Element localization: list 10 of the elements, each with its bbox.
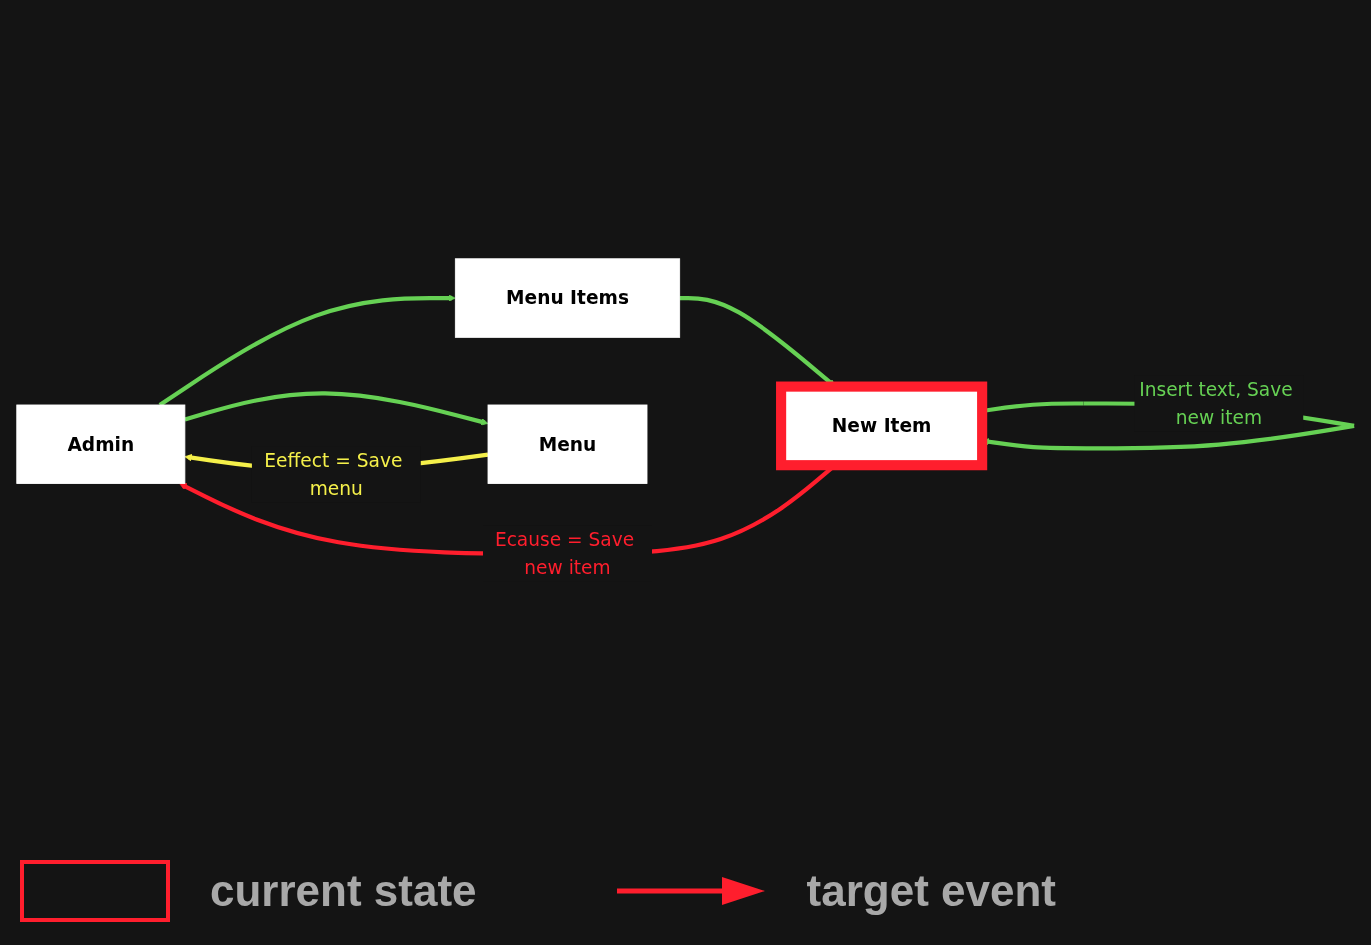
edge-label: Eeffect = Save menu <box>264 449 403 499</box>
arrow <box>184 391 489 426</box>
edge-label: Insert text, Save new item <box>1139 378 1293 428</box>
node-box: Menu <box>487 404 648 484</box>
node-box: Admin <box>16 404 186 484</box>
edge-label: Ecause = Save new item <box>494 529 635 579</box>
node-box: New Item <box>776 381 988 471</box>
node-box: Menu Items <box>454 258 681 338</box>
legend-label: target event <box>806 866 1056 916</box>
legend-label: current state <box>210 866 477 916</box>
